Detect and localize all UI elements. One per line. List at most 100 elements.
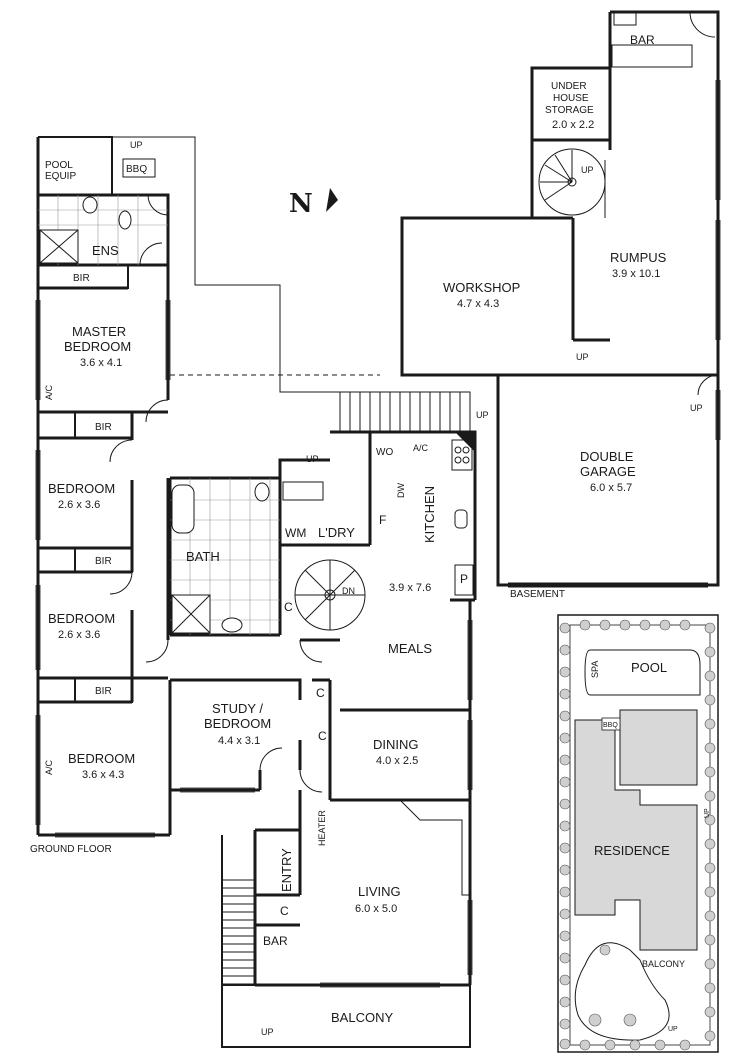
garage-dim: 6.0 x 5.7 <box>590 482 632 494</box>
master-label-2: BEDROOM <box>64 339 131 354</box>
living-dim: 6.0 x 5.0 <box>355 903 397 915</box>
site-plan <box>557 614 719 1053</box>
workshop-label: WORKSHOP <box>443 280 520 295</box>
c-label-entry: C <box>280 904 289 918</box>
basement-label: BASEMENT <box>510 589 565 600</box>
windows <box>35 300 473 988</box>
wm-label: WM <box>285 526 306 540</box>
bir-label-master: BIR <box>73 273 90 284</box>
toilet <box>254 482 270 502</box>
ensuite-toilet <box>82 196 98 214</box>
site-up-label: UP <box>668 1026 678 1033</box>
spa-label: SPA <box>590 661 600 678</box>
study-dim: 4.4 x 3.1 <box>218 735 260 747</box>
entry-label: ENTRY <box>279 848 294 892</box>
garage-label-2: GARAGE <box>580 464 636 479</box>
toilet <box>221 617 243 633</box>
ac-label-2: A/C <box>44 759 54 775</box>
balcony-label: BALCONY <box>331 1010 393 1025</box>
door-swings <box>109 194 323 793</box>
dining-dim: 4.0 x 2.5 <box>376 755 418 767</box>
entry-stairs <box>222 879 255 985</box>
storage-dim: 2.0 x 2.2 <box>552 119 594 131</box>
site-balcony-label: BALCONY <box>642 959 685 969</box>
deck-stairs <box>339 392 461 432</box>
storage-label-2: HOUSE <box>553 93 589 104</box>
site-shrubs <box>559 619 716 1051</box>
c-label-1: C <box>316 686 325 700</box>
garage-label: DOUBLE <box>580 449 634 464</box>
bedroom4-label: BEDROOM <box>68 751 135 766</box>
sink <box>454 509 468 529</box>
site-bbq-label: BBQ <box>603 722 618 729</box>
rumpus-dim: 3.9 x 10.1 <box>612 268 660 280</box>
dining-label: DINING <box>373 737 419 752</box>
dw-label: DW <box>396 483 406 498</box>
c-label-2: C <box>318 729 327 743</box>
f-label: F <box>379 513 386 527</box>
storage-label-3: STORAGE <box>545 105 594 116</box>
bbq-label: BBQ <box>126 164 147 175</box>
meals-label: MEALS <box>388 641 432 656</box>
basement-labels: BAR UNDER HOUSE STORAGE 2.0 x 2.2 UP RUM… <box>443 33 703 600</box>
north-label: N <box>289 189 313 219</box>
laundry-label: L'DRY <box>318 525 355 540</box>
fixtures <box>39 196 474 634</box>
up-label-top: UP <box>130 140 143 150</box>
bedroom3-dim: 2.6 x 3.6 <box>58 629 100 641</box>
storage-label: UNDER <box>551 81 587 92</box>
laundry-tub <box>282 481 324 501</box>
residence-label: RESIDENCE <box>594 843 670 858</box>
pantry <box>454 564 474 596</box>
wo-label: WO <box>376 447 393 458</box>
up-label-balcony: UP <box>261 1027 274 1037</box>
dn-label: DN <box>342 586 355 596</box>
up-label-spiral: UP <box>581 165 594 175</box>
pool-equip-label: POOL <box>45 160 73 171</box>
up-label-deck: UP <box>306 454 319 464</box>
kitchen-label: KITCHEN <box>422 486 437 543</box>
ground-floor-label: GROUND FLOOR <box>30 844 112 855</box>
bath-label: BATH <box>186 549 220 564</box>
basement-bar-label: BAR <box>630 33 655 47</box>
bedroom2-dim: 2.6 x 3.6 <box>58 499 100 511</box>
bathtub <box>171 484 195 534</box>
pool-equip-label-2: EQUIP <box>45 171 76 182</box>
bir-label-4: BIR <box>95 686 112 697</box>
spiral-stair-ground <box>294 559 366 631</box>
ground-floor-labels: POOL EQUIP BBQ UP ENS BIR MASTER BEDROOM… <box>30 140 489 1037</box>
site-up-label-2: UP <box>704 808 711 818</box>
bir-label-3: BIR <box>95 556 112 567</box>
c-label-laundry: C <box>284 600 293 614</box>
living-label: LIVING <box>358 884 401 899</box>
site-labels: SPA POOL BBQ RESIDENCE BALCONY UP UP <box>590 660 711 1033</box>
ac-label: A/C <box>44 384 54 400</box>
ground-floor-outline <box>112 136 471 896</box>
basement-windows <box>715 80 721 440</box>
study-label: STUDY / <box>212 701 263 716</box>
north-arrow: N <box>289 188 338 219</box>
study-label-2: BEDROOM <box>204 716 271 731</box>
ground-floor-walls <box>36 136 477 1048</box>
workshop-dim: 4.7 x 4.3 <box>457 298 499 310</box>
bir-label-2: BIR <box>95 422 112 433</box>
ac-label-kitchen: A/C <box>413 443 429 453</box>
heater-label: HEATER <box>317 810 327 846</box>
sink-bar <box>613 12 637 26</box>
bedroom3-label: BEDROOM <box>48 611 115 626</box>
up-label-deck-2: UP <box>476 410 489 420</box>
ens-label: ENS <box>92 243 119 258</box>
master-dim: 3.6 x 4.1 <box>80 357 122 369</box>
bedroom2-label: BEDROOM <box>48 481 115 496</box>
north-arrow-icon <box>326 188 338 212</box>
bar-label: BAR <box>263 934 288 948</box>
up-label-garage: UP <box>690 403 703 413</box>
pantry-label: P <box>460 572 468 586</box>
bar-counter <box>611 44 693 68</box>
bedroom4-dim: 3.6 x 4.3 <box>82 769 124 781</box>
basement-walls <box>400 10 720 587</box>
up-label-workshop: UP <box>576 352 589 362</box>
kitchen-corner <box>455 432 475 452</box>
ensuite-basin <box>118 210 132 230</box>
